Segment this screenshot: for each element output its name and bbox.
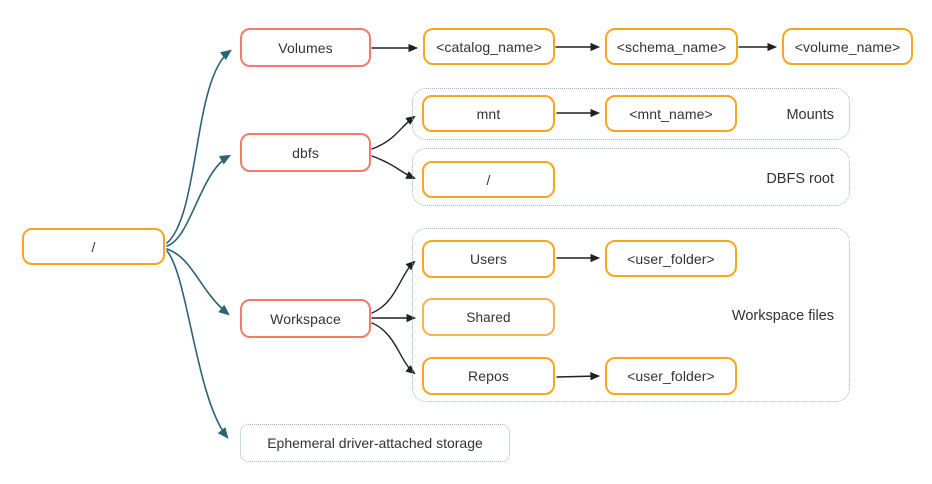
arrow-workspace-to-users [371, 260, 416, 314]
arrow-root-to-dbfs [166, 154, 232, 247]
node-catalog-name: <catalog_name> [423, 28, 555, 65]
dbfs-root-group-label: DBFS root [766, 171, 834, 187]
node-volume-name: <volume_name> [782, 28, 913, 65]
workspace-files-group-label: Workspace files [731, 308, 834, 324]
mounts-group: Mounts [412, 88, 850, 140]
arrow-root-to-volumes [166, 49, 232, 244]
arrow-dbfs-to-dbfs-root [371, 155, 416, 179]
node-root: / [22, 228, 165, 265]
node-mnt: mnt [422, 95, 555, 132]
dbfs-root-group: DBFS root [412, 148, 850, 206]
node-dbfs: dbfs [240, 133, 371, 172]
arrow-root-to-ephemeral [166, 250, 229, 439]
node-repos: Repos [422, 357, 555, 395]
arrow-root-to-workspace [166, 248, 230, 316]
node-shared: Shared [422, 298, 555, 336]
node-user-folder-repos: <user_folder> [605, 357, 737, 395]
node-dbfs-root-slash: / [422, 161, 555, 198]
arrow-dbfs-to-mnt [371, 115, 416, 150]
node-workspace: Workspace [240, 299, 371, 338]
workspace-files-group: Workspace files [412, 228, 850, 402]
node-users: Users [422, 240, 555, 278]
arrow-workspace-to-repos [371, 322, 416, 375]
node-user-folder-users: <user_folder> [605, 240, 737, 277]
node-schema-name: <schema_name> [605, 28, 738, 65]
node-ephemeral-storage: Ephemeral driver-attached storage [240, 424, 510, 462]
node-volumes: Volumes [240, 28, 371, 67]
mounts-group-label: Mounts [786, 107, 834, 123]
node-mnt-name: <mnt_name> [605, 95, 737, 132]
